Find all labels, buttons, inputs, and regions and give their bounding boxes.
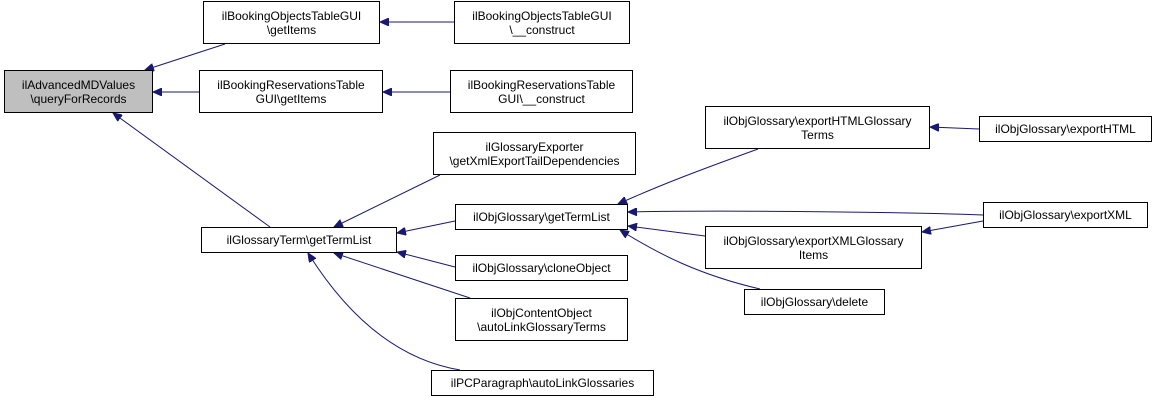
edge-n14-to-n7 <box>628 226 706 237</box>
edge-n5-to-n0 <box>113 113 271 228</box>
edge-n12-to-n11 <box>930 127 980 129</box>
node-ilobjglossary-cloneobject[interactable]: ilObjGlossary\cloneObject <box>455 255 628 281</box>
node-label-line: ilGlossaryExporter <box>485 139 584 154</box>
node-ilbookingobjectstablegui-getitems[interactable]: ilBookingObjectsTableGUI\getItems <box>203 1 380 44</box>
node-label-line: Items <box>798 247 829 262</box>
node-label-line: ilBookingReservationsTable <box>217 77 365 92</box>
node-label-line: \autoLinkGlossaryTerms <box>477 319 606 334</box>
node-label-line: \__construct <box>509 22 575 37</box>
node-ilobjcontentobject-autolinkglossaryterms[interactable]: ilObjContentObject\autoLinkGlossaryTerms <box>455 298 628 341</box>
node-label-line: \getXmlExportTailDependencies <box>449 153 620 168</box>
edge-n8-to-n5 <box>397 252 456 268</box>
node-label-line: ilBookingReservationsTable <box>467 77 616 92</box>
node-label-line: ilPCParagraph\autoLinkGlossaries <box>450 376 635 390</box>
node-label-line: GUI\__construct <box>498 91 585 106</box>
node-ilbookingobjectstablegui-construct[interactable]: ilBookingObjectsTableGUI\__construct <box>454 1 630 44</box>
node-label-line: Terms <box>801 127 834 142</box>
node-ilpcparagraph-autolinkglossaries[interactable]: ilPCParagraph\autoLinkGlossaries <box>431 370 654 396</box>
node-label-line: \queryForRecords <box>30 91 127 106</box>
node-label-line: \getItems <box>266 22 317 37</box>
node-ilobjglossary-exportxml[interactable]: ilObjGlossary\exportXML <box>983 202 1148 228</box>
node-label-line: ilAdvancedMDValues <box>21 77 136 92</box>
node-ilobjglossary-exporthtml[interactable]: ilObjGlossary\exportHTML <box>979 116 1152 142</box>
node-ilobjglossary-gettermlist[interactable]: ilObjGlossary\getTermList <box>455 204 628 230</box>
node-label-line: ilObjGlossary\getTermList <box>473 210 610 224</box>
node-label-line: GUI\getItems <box>255 91 327 106</box>
node-label-line: ilObjGlossary\delete <box>760 295 869 309</box>
node-ilobjglossary-delete[interactable]: ilObjGlossary\delete <box>744 289 885 315</box>
node-label-line: ilObjGlossary\exportXMLGlossary <box>723 233 904 248</box>
edge-n10-to-n5 <box>308 253 461 371</box>
node-label-line: ilObjGlossary\exportHTML <box>995 122 1136 136</box>
edge-n7-to-n5 <box>397 220 456 233</box>
node-label-line: ilGlossaryTerm\getTermList <box>226 233 372 247</box>
node-label-line: ilObjContentObject <box>491 305 592 320</box>
node-label-line: ilBookingObjectsTableGUI <box>221 8 362 23</box>
node-label-line: ilObjGlossary\exportHTMLGlossary <box>723 113 912 128</box>
edge-n13-to-n7 <box>628 211 984 215</box>
node-label-line: ilObjGlossary\cloneObject <box>472 261 611 275</box>
edge-n9-to-n5 <box>334 253 471 299</box>
edge-n1-to-n0 <box>145 43 226 70</box>
edge-n11-to-n7 <box>618 148 759 204</box>
node-iladvancedmdvalues-queryforrecords[interactable]: ilAdvancedMDValues\queryForRecords <box>4 70 153 113</box>
node-ilglossaryterm-gettermlist[interactable]: ilGlossaryTerm\getTermList <box>201 227 397 253</box>
node-ilglossaryexporter-getxmlexporttaildependencies[interactable]: ilGlossaryExporter\getXmlExportTailDepen… <box>433 132 636 175</box>
edge-n6-to-n5 <box>334 174 441 227</box>
node-label-line: ilObjGlossary\exportXML <box>999 208 1132 222</box>
edge-n15-to-n7 <box>620 230 761 290</box>
node-label-line: ilBookingObjectsTableGUI <box>472 8 612 23</box>
edge-n13-to-n14 <box>922 220 984 232</box>
